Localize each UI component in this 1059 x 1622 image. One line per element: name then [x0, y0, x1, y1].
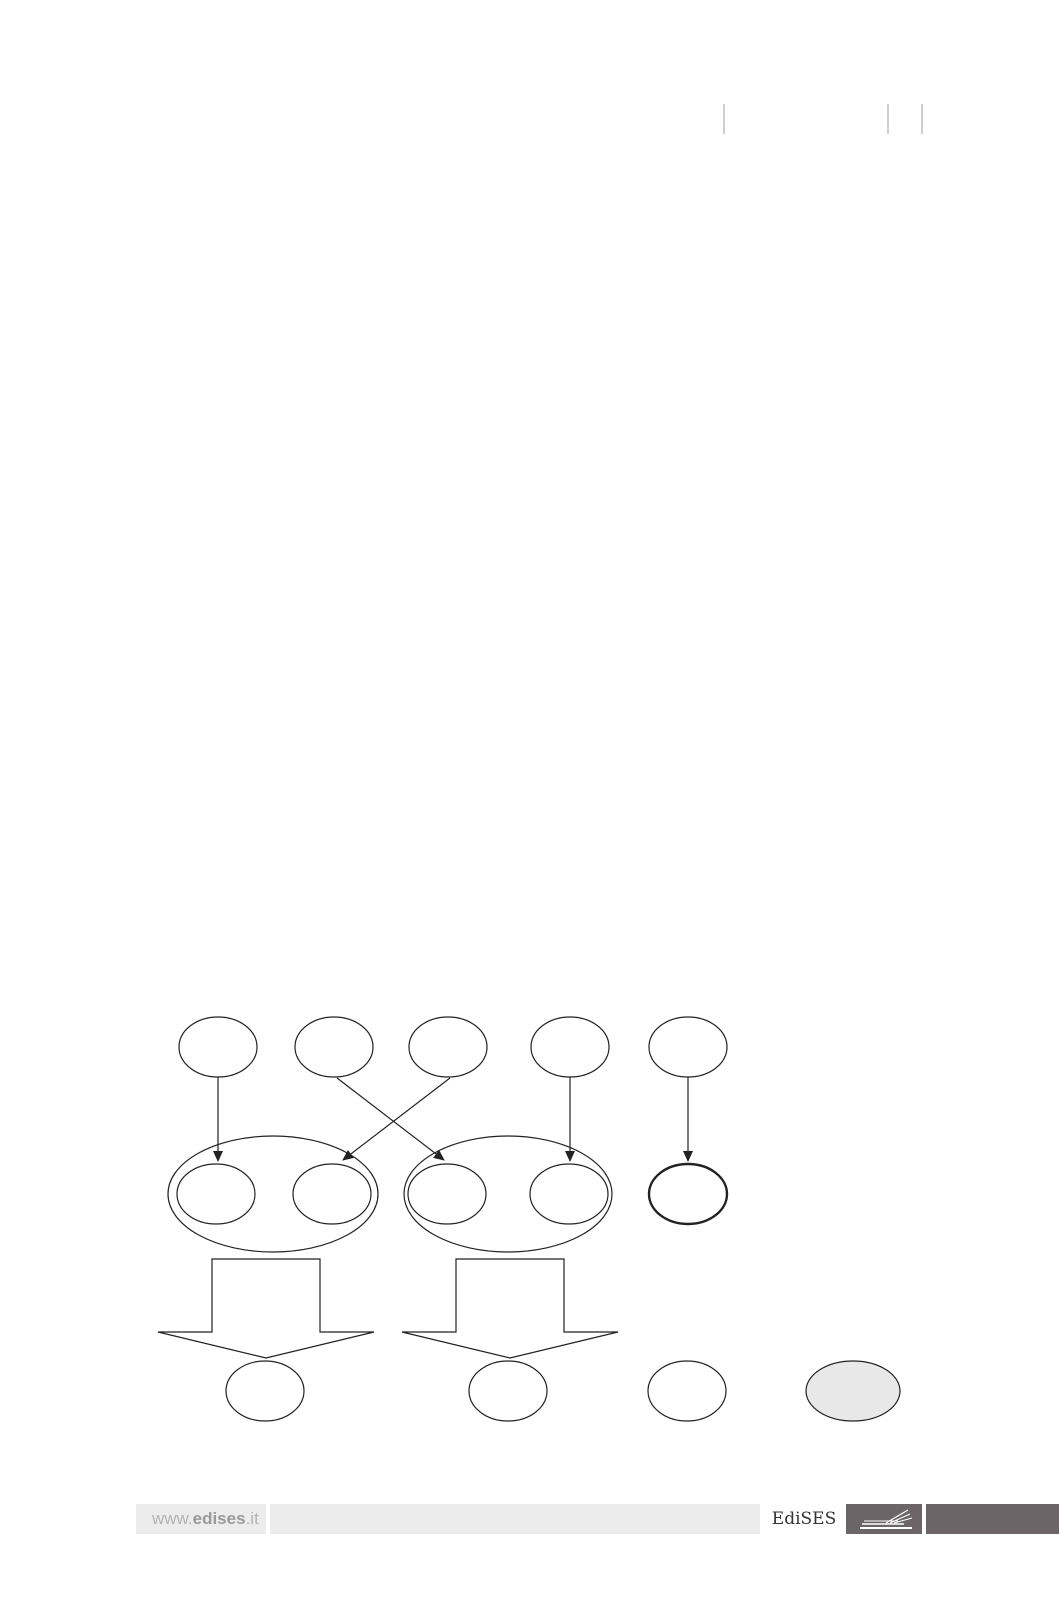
- header-rule-marks: [723, 104, 923, 134]
- footer-url-domain: edises: [192, 1509, 246, 1528]
- middle-node-3: [407, 1163, 487, 1225]
- footer-end-block: [926, 1504, 1059, 1534]
- mapping-diagram: [157, 1016, 901, 1422]
- top-node-1: [178, 1016, 258, 1078]
- page-footer: www.edises.it EdiSES: [0, 1504, 1059, 1536]
- top-node-5: [648, 1016, 728, 1078]
- bottom-node-highlighted: [805, 1360, 901, 1422]
- top-node-4: [530, 1016, 610, 1078]
- arrow-3: [342, 1077, 451, 1161]
- middle-node-1: [176, 1163, 256, 1225]
- footer-website-link[interactable]: www.edises.it: [136, 1504, 266, 1534]
- top-node-2: [294, 1016, 374, 1078]
- group-node-2: [403, 1135, 613, 1253]
- group-node-1: [167, 1135, 379, 1253]
- arrow-2: [336, 1077, 445, 1161]
- middle-node-5: [647, 1162, 729, 1226]
- bottom-node-2: [468, 1360, 548, 1422]
- bottom-node-3: [647, 1360, 727, 1422]
- block-arrow-2: [401, 1258, 619, 1359]
- footer-brand: EdiSES: [771, 1509, 837, 1529]
- footer-bar: [270, 1504, 760, 1534]
- bottom-node-1: [225, 1360, 305, 1422]
- footer-url-prefix: www.: [152, 1509, 193, 1528]
- book-logo-icon: [846, 1504, 922, 1534]
- middle-node-2: [292, 1163, 372, 1225]
- middle-node-4: [529, 1163, 609, 1225]
- footer-url-suffix: .it: [245, 1509, 259, 1528]
- top-node-3: [408, 1016, 488, 1078]
- block-arrow-1: [157, 1258, 375, 1359]
